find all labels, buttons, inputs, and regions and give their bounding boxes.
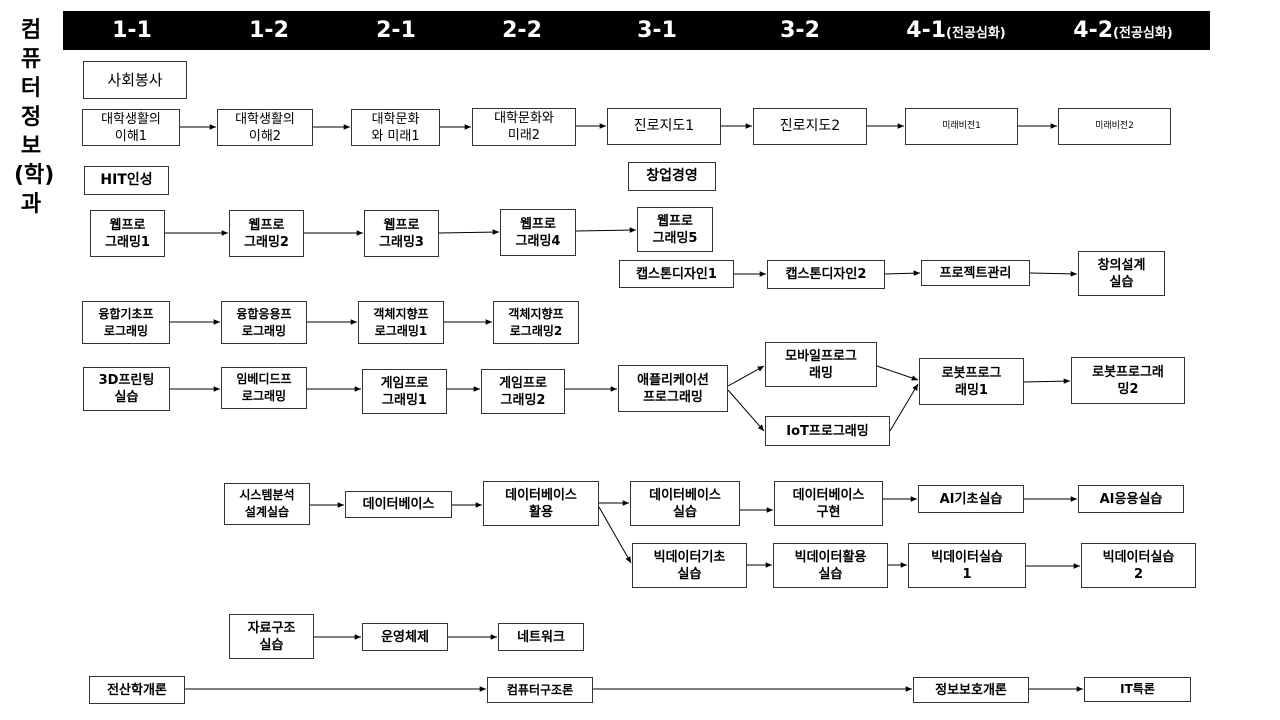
- semester-1-2: 1-2: [249, 18, 289, 43]
- arrow-web-3-to-4: [438, 229, 500, 235]
- course-web-programming-3[interactable]: 웹프로 그래밍3: [364, 210, 439, 257]
- arrow-db-use-to-bigdata-basic: [598, 506, 632, 564]
- course-operating-system[interactable]: 운영체제: [362, 623, 448, 651]
- course-future-vision-1[interactable]: 미래비전1: [905, 108, 1018, 145]
- course-data-structure-practice[interactable]: 자료구조 실습: [229, 614, 314, 659]
- course-web-programming-5[interactable]: 웹프로 그래밍5: [637, 207, 713, 252]
- course-robot-programming-1[interactable]: 로봇프로그 래밍1: [919, 358, 1024, 405]
- course-oop-2[interactable]: 객체지향프 로그래밍2: [493, 301, 579, 344]
- course-startup-management[interactable]: 창업경영: [628, 162, 716, 191]
- course-iot-programming[interactable]: IoT프로그래밍: [765, 416, 890, 446]
- course-database-practice[interactable]: 데이터베이스 실습: [630, 481, 740, 526]
- semester-header: 1-1 1-2 2-1 2-2 3-1 3-2 4-1(전공심화) 4-2(전공…: [63, 11, 1210, 50]
- course-bigdata-practice-1[interactable]: 빅데이터실습 1: [908, 543, 1026, 588]
- course-network[interactable]: 네트워크: [498, 623, 584, 651]
- course-robot-programming-2[interactable]: 로봇프로그래 밍2: [1071, 357, 1185, 404]
- course-bigdata-utilization-practice[interactable]: 빅데이터활용 실습: [773, 543, 888, 588]
- course-intro-computer-science[interactable]: 전산학개론: [89, 676, 185, 704]
- semester-1-1: 1-1: [112, 18, 152, 43]
- semester-3-1: 3-1: [637, 18, 677, 43]
- course-convergence-applied-programming[interactable]: 융합응용프 로그래밍: [221, 301, 307, 344]
- course-computer-architecture[interactable]: 컴퓨터구조론: [487, 677, 593, 703]
- arrow-mobile-to-robot-1: [876, 365, 919, 381]
- arrow-capstone-2-to-project: [884, 270, 921, 276]
- course-game-programming-2[interactable]: 게임프로 그래밍2: [481, 369, 565, 414]
- course-creative-design-practice[interactable]: 창의설계 실습: [1078, 251, 1165, 296]
- department-title: 컴 퓨 터 정 보 (학) 과: [14, 18, 55, 217]
- course-university-culture-2[interactable]: 대학문화와 미래2: [472, 108, 576, 146]
- semester-4-1: 4-1(전공심화): [906, 18, 1006, 43]
- course-bigdata-practice-2[interactable]: 빅데이터실습 2: [1081, 543, 1196, 588]
- course-college-life-2[interactable]: 대학생활의 이해2: [217, 109, 313, 146]
- semester-2-2: 2-2: [502, 18, 542, 43]
- course-application-programming[interactable]: 애플리케이션 프로그래밍: [618, 365, 728, 412]
- course-embedded-programming[interactable]: 임베디드프 로그래밍: [221, 367, 307, 409]
- course-game-programming-1[interactable]: 게임프로 그래밍1: [362, 369, 447, 414]
- course-career-guidance-1[interactable]: 진로지도1: [607, 108, 721, 145]
- semester-3-2: 3-2: [780, 18, 820, 43]
- course-it-special-topics[interactable]: IT특론: [1084, 677, 1191, 702]
- arrow-robot-1-to-2: [1023, 378, 1071, 384]
- course-database[interactable]: 데이터베이스: [345, 491, 452, 518]
- course-database-utilization[interactable]: 데이터베이스 활용: [483, 481, 599, 526]
- course-hit-personality[interactable]: HIT인성: [84, 166, 169, 195]
- course-capstone-design-1[interactable]: 캡스톤디자인1: [619, 260, 734, 288]
- semester-2-1: 2-1: [376, 18, 416, 43]
- course-web-programming-1[interactable]: 웹프로 그래밍1: [90, 210, 165, 257]
- course-college-life-1[interactable]: 대학생활의 이해1: [82, 109, 180, 146]
- course-web-programming-2[interactable]: 웹프로 그래밍2: [229, 210, 304, 257]
- course-social-service[interactable]: 사회봉사: [83, 61, 187, 99]
- course-university-culture-1[interactable]: 대학문화 와 미래1: [351, 109, 440, 146]
- course-ai-basic-practice[interactable]: AI기초실습: [918, 485, 1024, 513]
- course-mobile-programming[interactable]: 모바일프로그 래밍: [765, 342, 877, 387]
- arrow-iot-to-robot-1: [889, 383, 919, 432]
- arrow-app-to-iot: [727, 389, 765, 432]
- arrow-app-to-mobile: [727, 365, 765, 387]
- course-database-implementation[interactable]: 데이터베이스 구현: [774, 481, 883, 526]
- course-system-analysis-design[interactable]: 시스템분석 설계실습: [224, 483, 310, 525]
- course-career-guidance-2[interactable]: 진로지도2: [753, 108, 867, 145]
- course-intro-information-security[interactable]: 정보보호개론: [913, 677, 1029, 703]
- course-convergence-basic-programming[interactable]: 융합기초프 로그래밍: [82, 301, 170, 344]
- course-capstone-design-2[interactable]: 캡스톤디자인2: [767, 260, 885, 289]
- arrow-web-4-to-5: [575, 227, 637, 233]
- course-3d-printing-practice[interactable]: 3D프린팅 실습: [83, 367, 170, 411]
- course-bigdata-basic-practice[interactable]: 빅데이터기초 실습: [632, 543, 747, 588]
- course-web-programming-4[interactable]: 웹프로 그래밍4: [500, 209, 576, 256]
- course-project-management[interactable]: 프로젝트관리: [921, 260, 1030, 286]
- course-ai-applied-practice[interactable]: AI응용실습: [1078, 485, 1184, 513]
- course-oop-1[interactable]: 객체지향프 로그래밍1: [358, 301, 444, 344]
- course-future-vision-2[interactable]: 미래비전2: [1058, 108, 1171, 145]
- semester-4-2: 4-2(전공심화): [1073, 18, 1173, 43]
- arrow-project-to-creative: [1029, 271, 1078, 277]
